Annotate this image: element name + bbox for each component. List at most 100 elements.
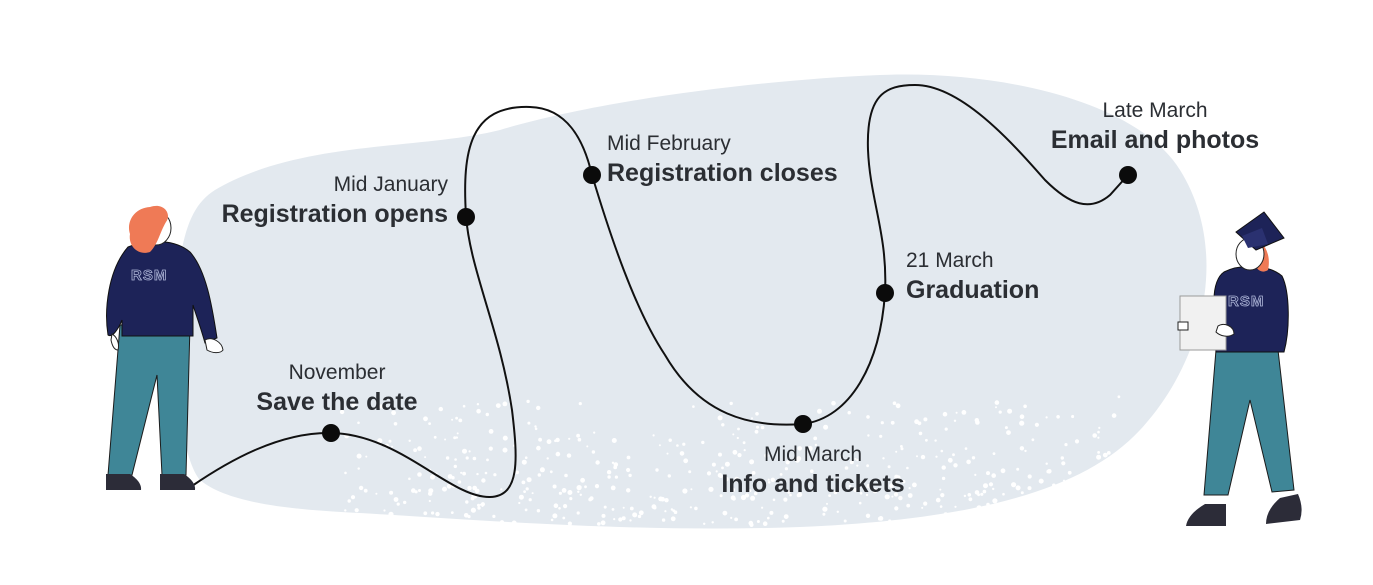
- left-figure-hand-back: [110, 333, 119, 351]
- speckle: [826, 502, 828, 505]
- speckle: [796, 493, 801, 498]
- speckle: [584, 485, 587, 489]
- speckle: [822, 512, 826, 516]
- speckle: [749, 522, 754, 528]
- speckle: [887, 465, 891, 469]
- speckle: [734, 476, 740, 482]
- speckle: [853, 487, 858, 493]
- speckle: [1027, 474, 1032, 479]
- speckle: [555, 451, 561, 457]
- speckle: [664, 510, 667, 513]
- speckle: [880, 421, 884, 425]
- speckle: [942, 519, 947, 523]
- speckle: [740, 494, 747, 501]
- speckle: [453, 436, 457, 440]
- milestone-late-march: Late March Email and photos: [1030, 98, 1280, 156]
- speckle: [927, 522, 932, 526]
- speckle: [756, 520, 760, 523]
- speckle: [417, 446, 422, 451]
- speckle: [595, 460, 600, 465]
- left-figure-hand: [204, 338, 224, 354]
- milestone-dot-late-march: [1119, 166, 1137, 184]
- speckle: [1041, 501, 1047, 507]
- speckle: [947, 457, 953, 463]
- speckle: [975, 420, 980, 425]
- speckle: [567, 521, 573, 526]
- speckle: [822, 506, 828, 512]
- speckle: [683, 458, 689, 464]
- speckle: [703, 522, 706, 525]
- speckle: [408, 477, 411, 481]
- speckle: [906, 503, 911, 508]
- left-figure-hoodie: [106, 240, 218, 344]
- speckle: [1097, 464, 1103, 470]
- speckle: [859, 492, 863, 495]
- speckle: [534, 425, 537, 428]
- speckle: [849, 460, 854, 465]
- speckle: [1003, 505, 1009, 511]
- speckle: [895, 403, 901, 409]
- speckle: [1098, 426, 1101, 429]
- right-figure-shoe-right: [1266, 494, 1302, 524]
- speckle: [531, 492, 534, 495]
- speckle: [692, 405, 695, 408]
- milestone-21-march: 21 March Graduation: [906, 248, 1039, 306]
- speckle: [847, 411, 851, 415]
- speckle: [1034, 422, 1039, 427]
- speckle: [537, 473, 541, 477]
- speckle: [721, 423, 725, 427]
- speckle: [524, 508, 528, 512]
- speckle: [955, 411, 958, 414]
- speckle: [664, 498, 669, 503]
- speckle: [953, 419, 957, 422]
- speckle: [719, 474, 723, 479]
- speckle: [628, 473, 632, 478]
- speckle: [934, 439, 937, 442]
- right-figure-trousers: [1203, 349, 1295, 496]
- speckle: [500, 488, 503, 491]
- speckle: [898, 495, 903, 501]
- speckle: [923, 417, 928, 422]
- speckle: [467, 485, 472, 491]
- left-figure-hair: [128, 205, 169, 253]
- speckle: [1086, 484, 1090, 488]
- speckle: [667, 474, 671, 478]
- speckle: [858, 501, 862, 505]
- speckle: [952, 453, 955, 457]
- speckle: [831, 400, 836, 406]
- speckle: [1045, 416, 1048, 419]
- speckle: [606, 470, 612, 475]
- speckle: [966, 459, 971, 465]
- speckle: [455, 436, 458, 439]
- speckle: [1011, 482, 1017, 488]
- speckle: [344, 509, 347, 512]
- speckle: [730, 487, 736, 493]
- speckle: [754, 429, 759, 434]
- speckle: [428, 499, 431, 503]
- speckle: [477, 503, 480, 507]
- speckle: [502, 401, 508, 407]
- speckle: [463, 513, 469, 518]
- speckle: [1106, 451, 1111, 455]
- speckle: [896, 475, 901, 480]
- speckle: [719, 494, 723, 498]
- speckle: [1044, 518, 1048, 523]
- speckle: [1086, 506, 1091, 511]
- speckle: [839, 454, 844, 458]
- speckle: [891, 495, 894, 498]
- speckle: [502, 435, 508, 441]
- speckle: [1052, 483, 1056, 488]
- speckle: [1067, 517, 1072, 522]
- speckle: [580, 477, 585, 483]
- speckle: [518, 494, 524, 500]
- speckle: [578, 402, 582, 406]
- speckle: [843, 519, 847, 523]
- speckle: [930, 516, 933, 520]
- speckle: [393, 497, 399, 502]
- speckle: [676, 444, 679, 447]
- milestone-dot-mid-february: [583, 166, 601, 184]
- speckle: [611, 438, 617, 443]
- speckle: [611, 461, 615, 464]
- speckle: [730, 495, 736, 501]
- speckle: [1111, 413, 1117, 418]
